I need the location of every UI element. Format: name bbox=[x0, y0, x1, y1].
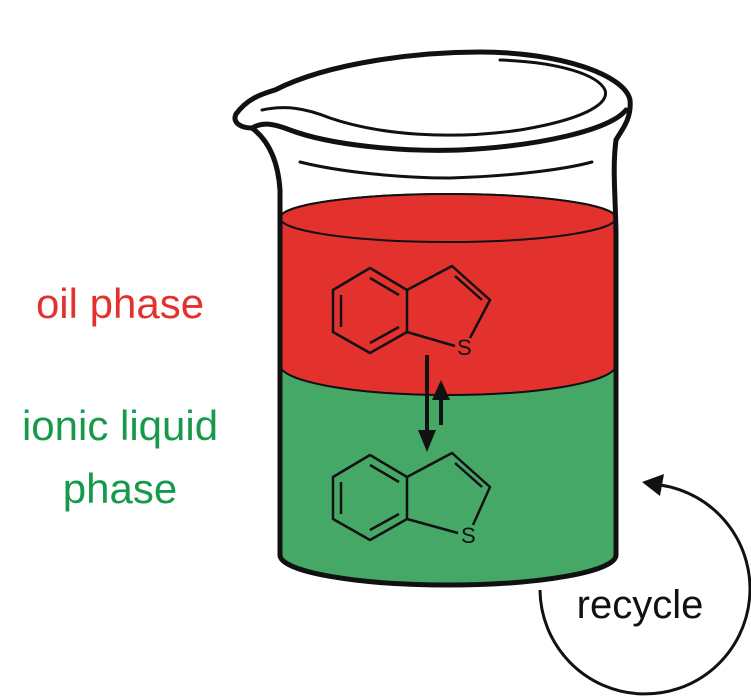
ionic-liquid-label-line2: phase bbox=[63, 465, 177, 512]
oil-surface bbox=[279, 193, 617, 243]
recycle-label: recycle bbox=[577, 583, 704, 627]
recycle-arrowhead-icon bbox=[642, 474, 664, 496]
benzothiophene-oil-molecule bbox=[331, 264, 492, 355]
sulfur-label-bottom: S bbox=[461, 523, 476, 548]
recycle-arrow bbox=[538, 474, 751, 696]
beaker bbox=[232, 49, 633, 588]
sulfur-label-top: S bbox=[457, 335, 472, 360]
ionic-liquid-label-line1: ionic liquid bbox=[22, 402, 218, 449]
equilibrium-arrows bbox=[418, 355, 450, 452]
benzothiophene-ionic-molecule bbox=[331, 451, 492, 542]
oil-phase-label: oil phase bbox=[36, 280, 204, 327]
ionic-liquid-layer bbox=[280, 365, 616, 585]
